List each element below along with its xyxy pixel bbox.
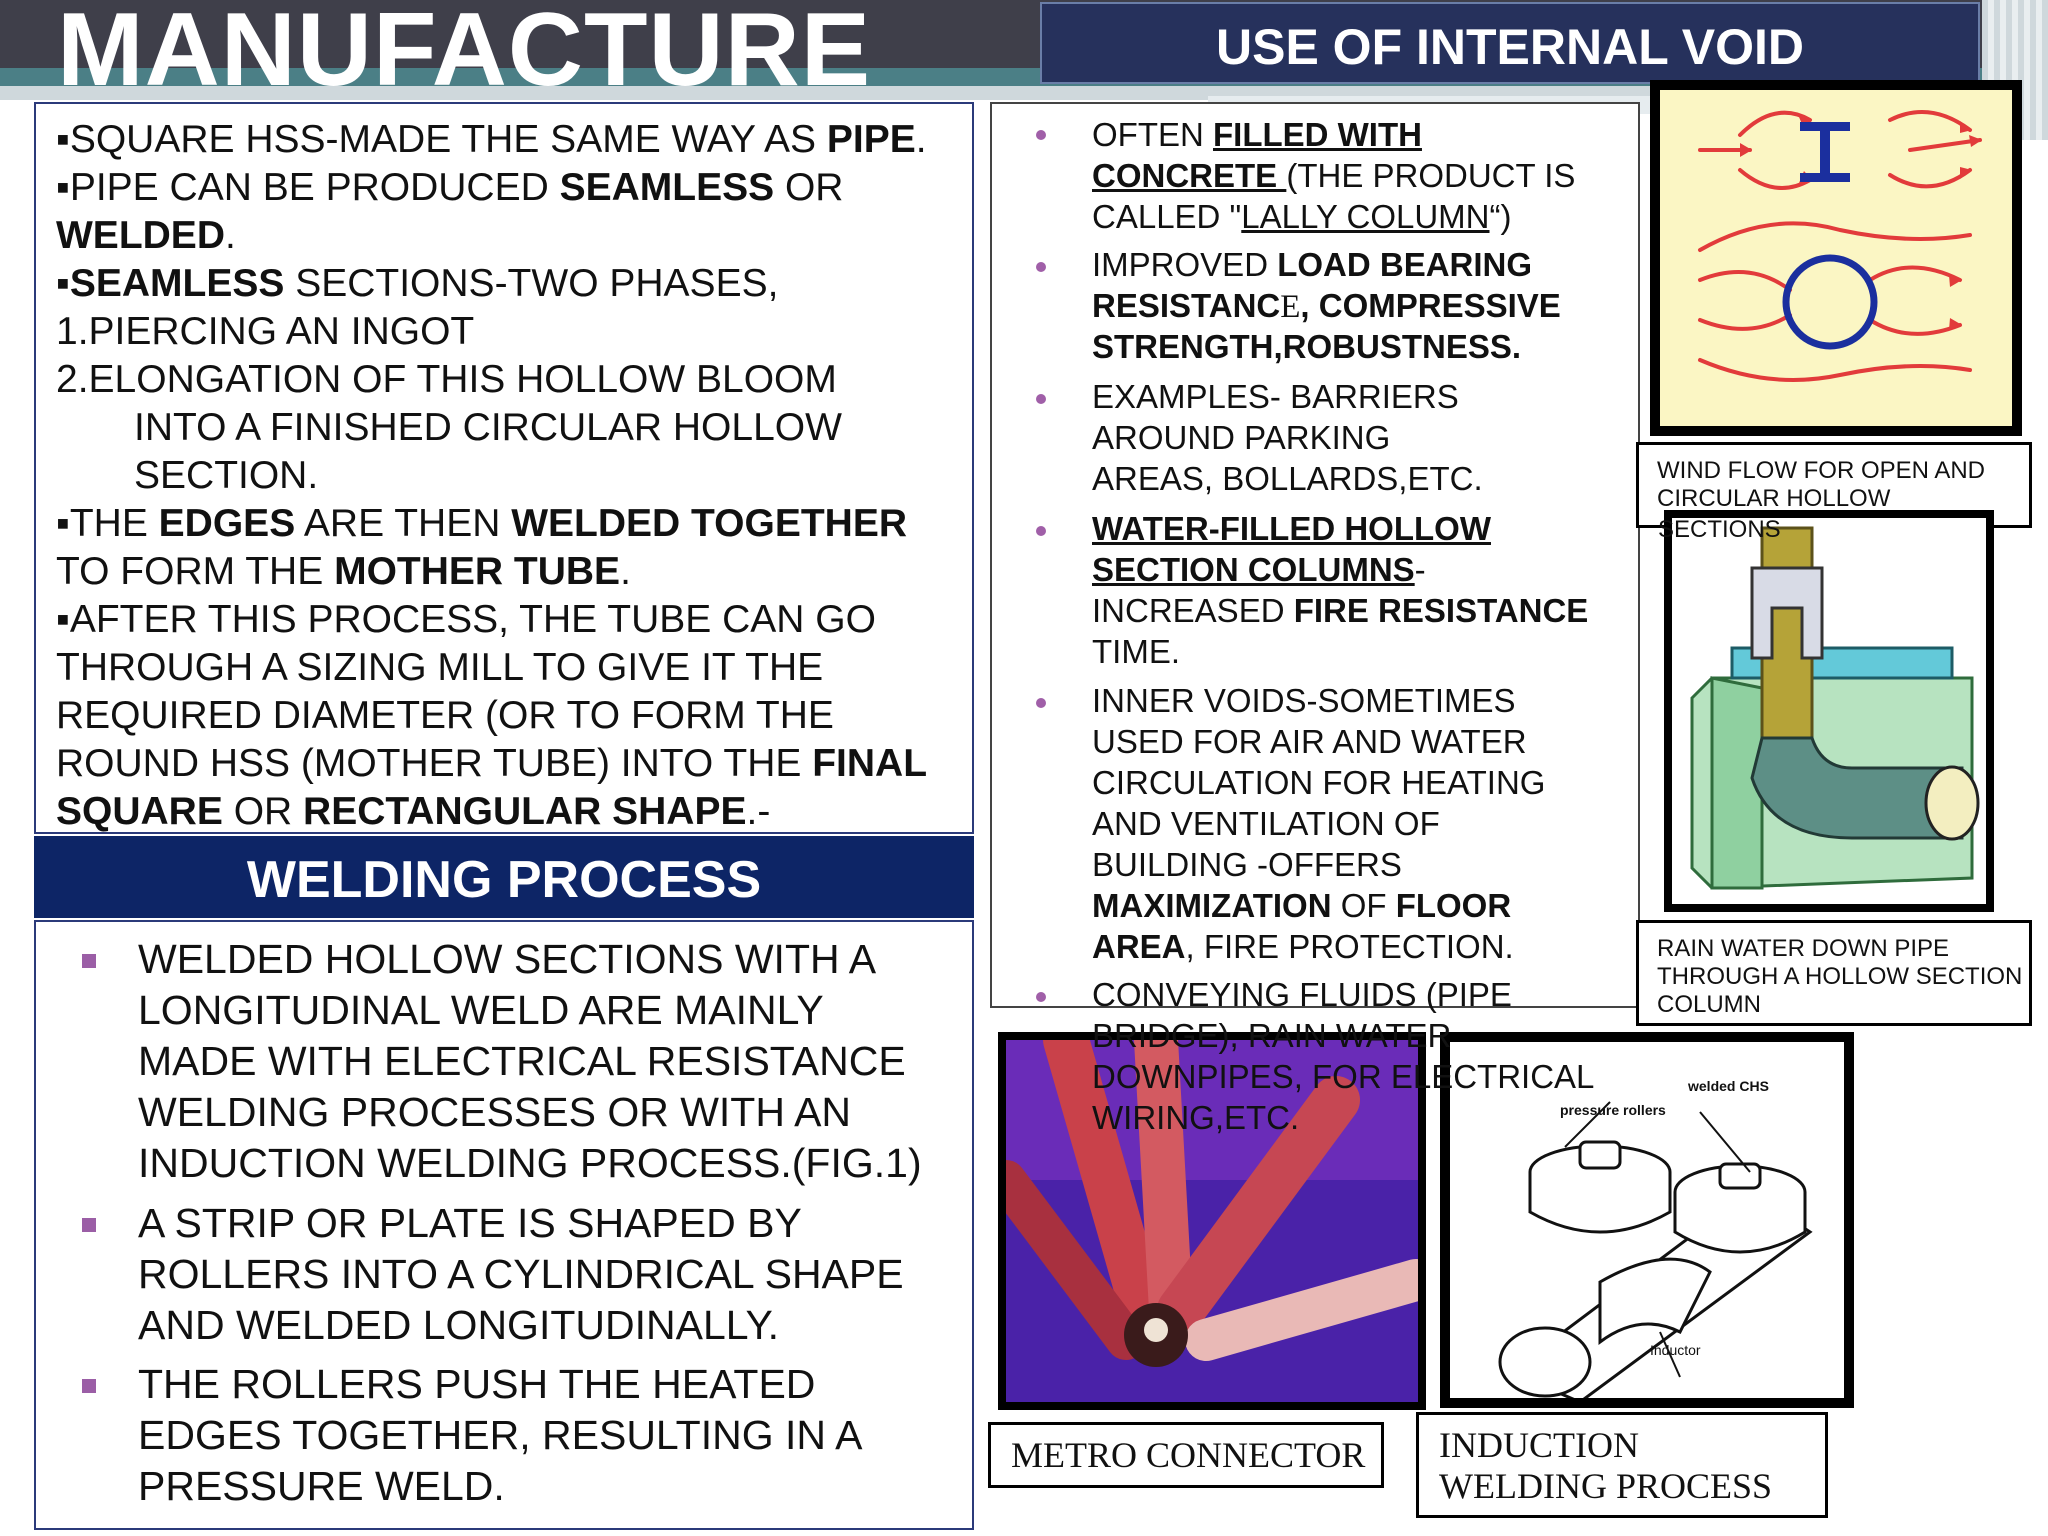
welding-banner: WELDING PROCESS <box>34 836 974 918</box>
slide-title: MANUFACTURE <box>57 0 872 108</box>
text-line: THE ROLLERS PUSH THE HEATED <box>138 1361 816 1407</box>
bullet-icon <box>82 1379 96 1393</box>
bullet-icon <box>1036 992 1046 1002</box>
text-line: EDGES TOGETHER, RESULTING IN A <box>138 1412 863 1458</box>
text-line: ROUND HSS (MOTHER TUBE) INTO THE FINAL <box>56 742 928 785</box>
text-line: 1.PIERCING AN INGOT <box>56 310 475 353</box>
induction-welding-figure: welded CHS pressure rollers Inductor <box>1450 1042 1844 1404</box>
metro-connector-drawing <box>1006 1040 1418 1402</box>
text-line: ROLLERS INTO A CYLINDRICAL SHAPE <box>138 1251 904 1297</box>
text-line: CIRCULATION FOR HEATING <box>1092 764 1546 801</box>
text-line: WELDING PROCESSES OR WITH AN <box>138 1089 852 1135</box>
bullet-icon <box>1036 526 1046 536</box>
caption-line: WELDING PROCESS <box>1439 1466 1773 1506</box>
caption-line: CIRCULAR HOLLOW <box>1657 485 1891 512</box>
metro-connector-caption-box: METRO CONNECTOR <box>988 1422 1384 1488</box>
text-line: WIRING,ETC. <box>1092 1099 1300 1136</box>
figure-label: pressure rollers <box>1560 1102 1666 1118</box>
text-line: SECTION COLUMNS- <box>1092 551 1426 588</box>
downpipe-diagram <box>1690 526 1980 890</box>
text-line: AROUND PARKING <box>1092 419 1391 456</box>
text-line: STRENGTH,ROBUSTNESS. <box>1092 328 1522 365</box>
text-line: ▪SEAMLESS SECTIONS-TWO PHASES, <box>56 262 779 305</box>
induction-welding-diagram <box>1498 1101 1813 1404</box>
text-line: INTO A FINISHED CIRCULAR HOLLOW <box>134 406 842 449</box>
welding-text-box: WELDED HOLLOW SECTIONS WITH A LONGITUDIN… <box>34 920 974 1530</box>
text-line: ▪SQUARE HSS-MADE THE SAME WAY AS PIPE. <box>56 118 927 161</box>
text-line: OFTEN FILLED WITH <box>1092 116 1422 153</box>
text-line: MAXIMIZATION OF FLOOR <box>1092 887 1512 924</box>
text-line: LONGITUDINAL WELD ARE MAINLY <box>138 987 824 1033</box>
bullet-icon <box>82 1218 96 1232</box>
text-line: AREA, FIRE PROTECTION. <box>1092 928 1514 965</box>
text-line: BUILDING -OFFERS <box>1092 846 1402 883</box>
text-line: PRESSURE WELD. <box>138 1463 505 1509</box>
text-line: INDUCTION WELDING PROCESS.(FIG.1) <box>138 1140 922 1186</box>
text-line: THROUGH A SIZING MILL TO GIVE IT THE <box>56 646 824 689</box>
wind-flow-figure <box>1660 90 2012 426</box>
text-line: WELDED HOLLOW SECTIONS WITH A <box>138 936 877 982</box>
caption-line: WIND FLOW FOR OPEN AND <box>1657 457 1986 484</box>
text-line: RESISTANCE, COMPRESSIVE <box>1092 287 1561 325</box>
text-line: SECTION. <box>134 454 319 497</box>
text-line: ▪THE EDGES ARE THEN WELDED TOGETHER <box>56 502 908 545</box>
downpipe-caption-box: RAIN WATER DOWN PIPE THROUGH A HOLLOW SE… <box>1636 920 2032 1026</box>
bullet-icon <box>1036 394 1046 404</box>
text-line: REQUIRED DIAMETER (OR TO FORM THE <box>56 694 834 737</box>
bullet-icon <box>1036 698 1046 708</box>
caption-line: INDUCTION <box>1439 1425 1639 1465</box>
text-line: AND WELDED LONGITUDINALLY. <box>138 1302 779 1348</box>
bullet-icon <box>1036 262 1046 272</box>
caption-line: COLUMN <box>1657 991 1762 1018</box>
text-line: DOWNPIPES, FOR ELECTRICAL <box>1092 1058 1595 1095</box>
bullet-icon <box>1036 130 1046 140</box>
caption-line: RAIN WATER DOWN PIPE <box>1657 935 1950 962</box>
downpipe-figure <box>1672 518 1986 904</box>
text-line: USED FOR AIR AND WATER <box>1092 723 1527 760</box>
caption-line: THROUGH A HOLLOW SECTION <box>1657 963 2023 990</box>
internal-void-text-box <box>990 102 1640 1008</box>
figure-label: Inductor <box>1650 1342 1701 1358</box>
figure-label: welded CHS <box>1688 1078 1769 1094</box>
text-line: BRIDGE), RAIN WATER <box>1092 1017 1452 1054</box>
manufacture-text-box: ▪SQUARE HSS-MADE THE SAME WAY AS PIPE. ▪… <box>34 102 974 834</box>
text-line: WELDED. <box>56 214 236 257</box>
wind-flow-diagram <box>1698 110 1982 382</box>
section-tab: USE OF INTERNAL VOID <box>1040 2 1980 84</box>
text-line: SQUARE OR RECTANGULAR SHAPE.- <box>56 790 771 833</box>
text-line: IMPROVED LOAD BEARING <box>1092 246 1533 283</box>
text-line: INNER VOIDS-SOMETIMES <box>1092 682 1516 719</box>
induction-caption-box: INDUCTION WELDING PROCESS <box>1416 1412 1828 1518</box>
text-line: AREAS, BOLLARDS,ETC. <box>1092 460 1483 497</box>
welding-title: WELDING PROCESS <box>246 851 762 909</box>
bullet-icon <box>82 954 96 968</box>
text-line: ▪AFTER THIS PROCESS, THE TUBE CAN GO <box>56 598 876 641</box>
caption-line: SECTIONS <box>1658 516 1781 543</box>
metro-connector-photo <box>1006 1040 1418 1402</box>
text-line: AND VENTILATION OF <box>1092 805 1440 842</box>
text-line: CALLED "LALLY COLUMN“) <box>1092 198 1512 235</box>
caption-line: METRO CONNECTOR <box>1011 1435 1366 1475</box>
text-line: CONCRETE (THE PRODUCT IS <box>1092 157 1576 194</box>
text-line: MADE WITH ELECTRICAL RESISTANCE <box>138 1038 906 1084</box>
text-line: A STRIP OR PLATE IS SHAPED BY <box>138 1200 802 1246</box>
text-line: WATER-FILLED HOLLOW <box>1092 510 1491 547</box>
section-tab-label: USE OF INTERNAL VOID <box>1215 19 1804 75</box>
text-line: CONVEYING FLUIDS (PIPE <box>1092 976 1512 1013</box>
text-line: ▪PIPE CAN BE PRODUCED SEAMLESS OR <box>56 166 844 209</box>
text-line: EXAMPLES- BARRIERS <box>1092 378 1459 415</box>
text-line: TIME. <box>1092 633 1180 670</box>
text-line: INCREASED FIRE RESISTANCE <box>1092 592 1589 629</box>
text-line: 2.ELONGATION OF THIS HOLLOW BLOOM <box>56 358 837 401</box>
text-line: TO FORM THE MOTHER TUBE. <box>56 550 631 593</box>
